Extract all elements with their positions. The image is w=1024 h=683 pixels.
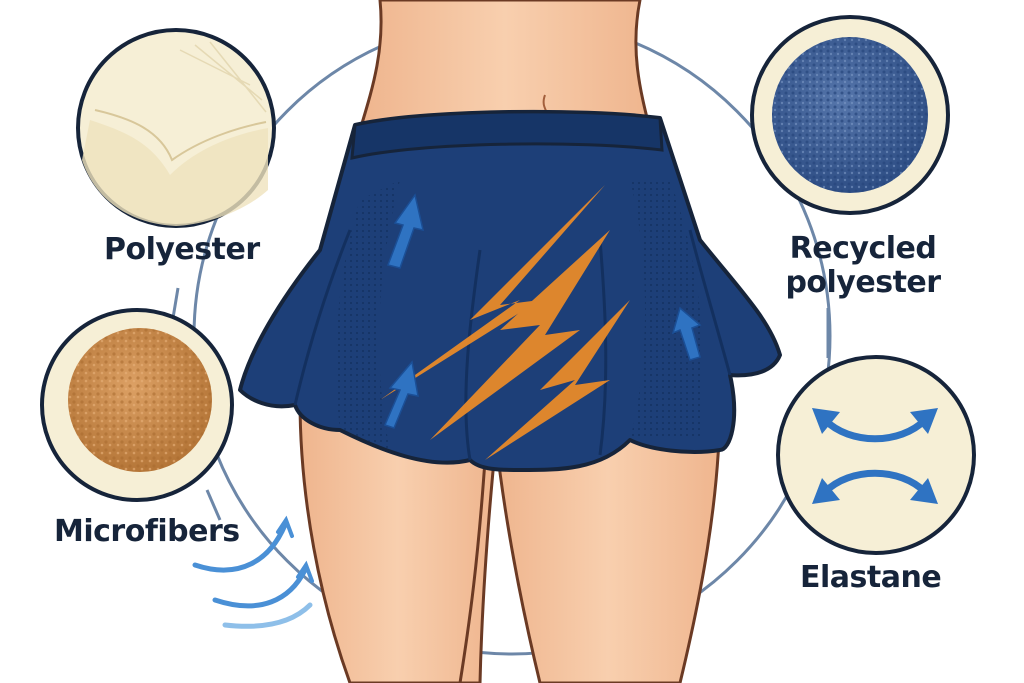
label-recycled-line1: Recycled: [789, 231, 937, 266]
label-recycled-polyester: Recycled polyester: [778, 232, 948, 300]
breeze-arrows-icon: [192, 515, 314, 629]
airflow-arrows-icon: [383, 193, 702, 429]
microfibers-swatch: [40, 308, 234, 502]
label-elastane: Elastane: [800, 560, 942, 595]
label-microfibers: Microfibers: [54, 514, 240, 549]
polyester-swatch: [76, 28, 276, 228]
elastane-swatch: [776, 355, 976, 555]
label-recycled-line2: polyester: [785, 265, 941, 300]
connector-lines: [171, 287, 830, 521]
stretch-arrows-icon: [821, 416, 929, 496]
recycled-polyester-swatch: [750, 15, 950, 215]
wicking-streaks-icon: [380, 185, 630, 460]
label-polyester: Polyester: [104, 232, 260, 267]
